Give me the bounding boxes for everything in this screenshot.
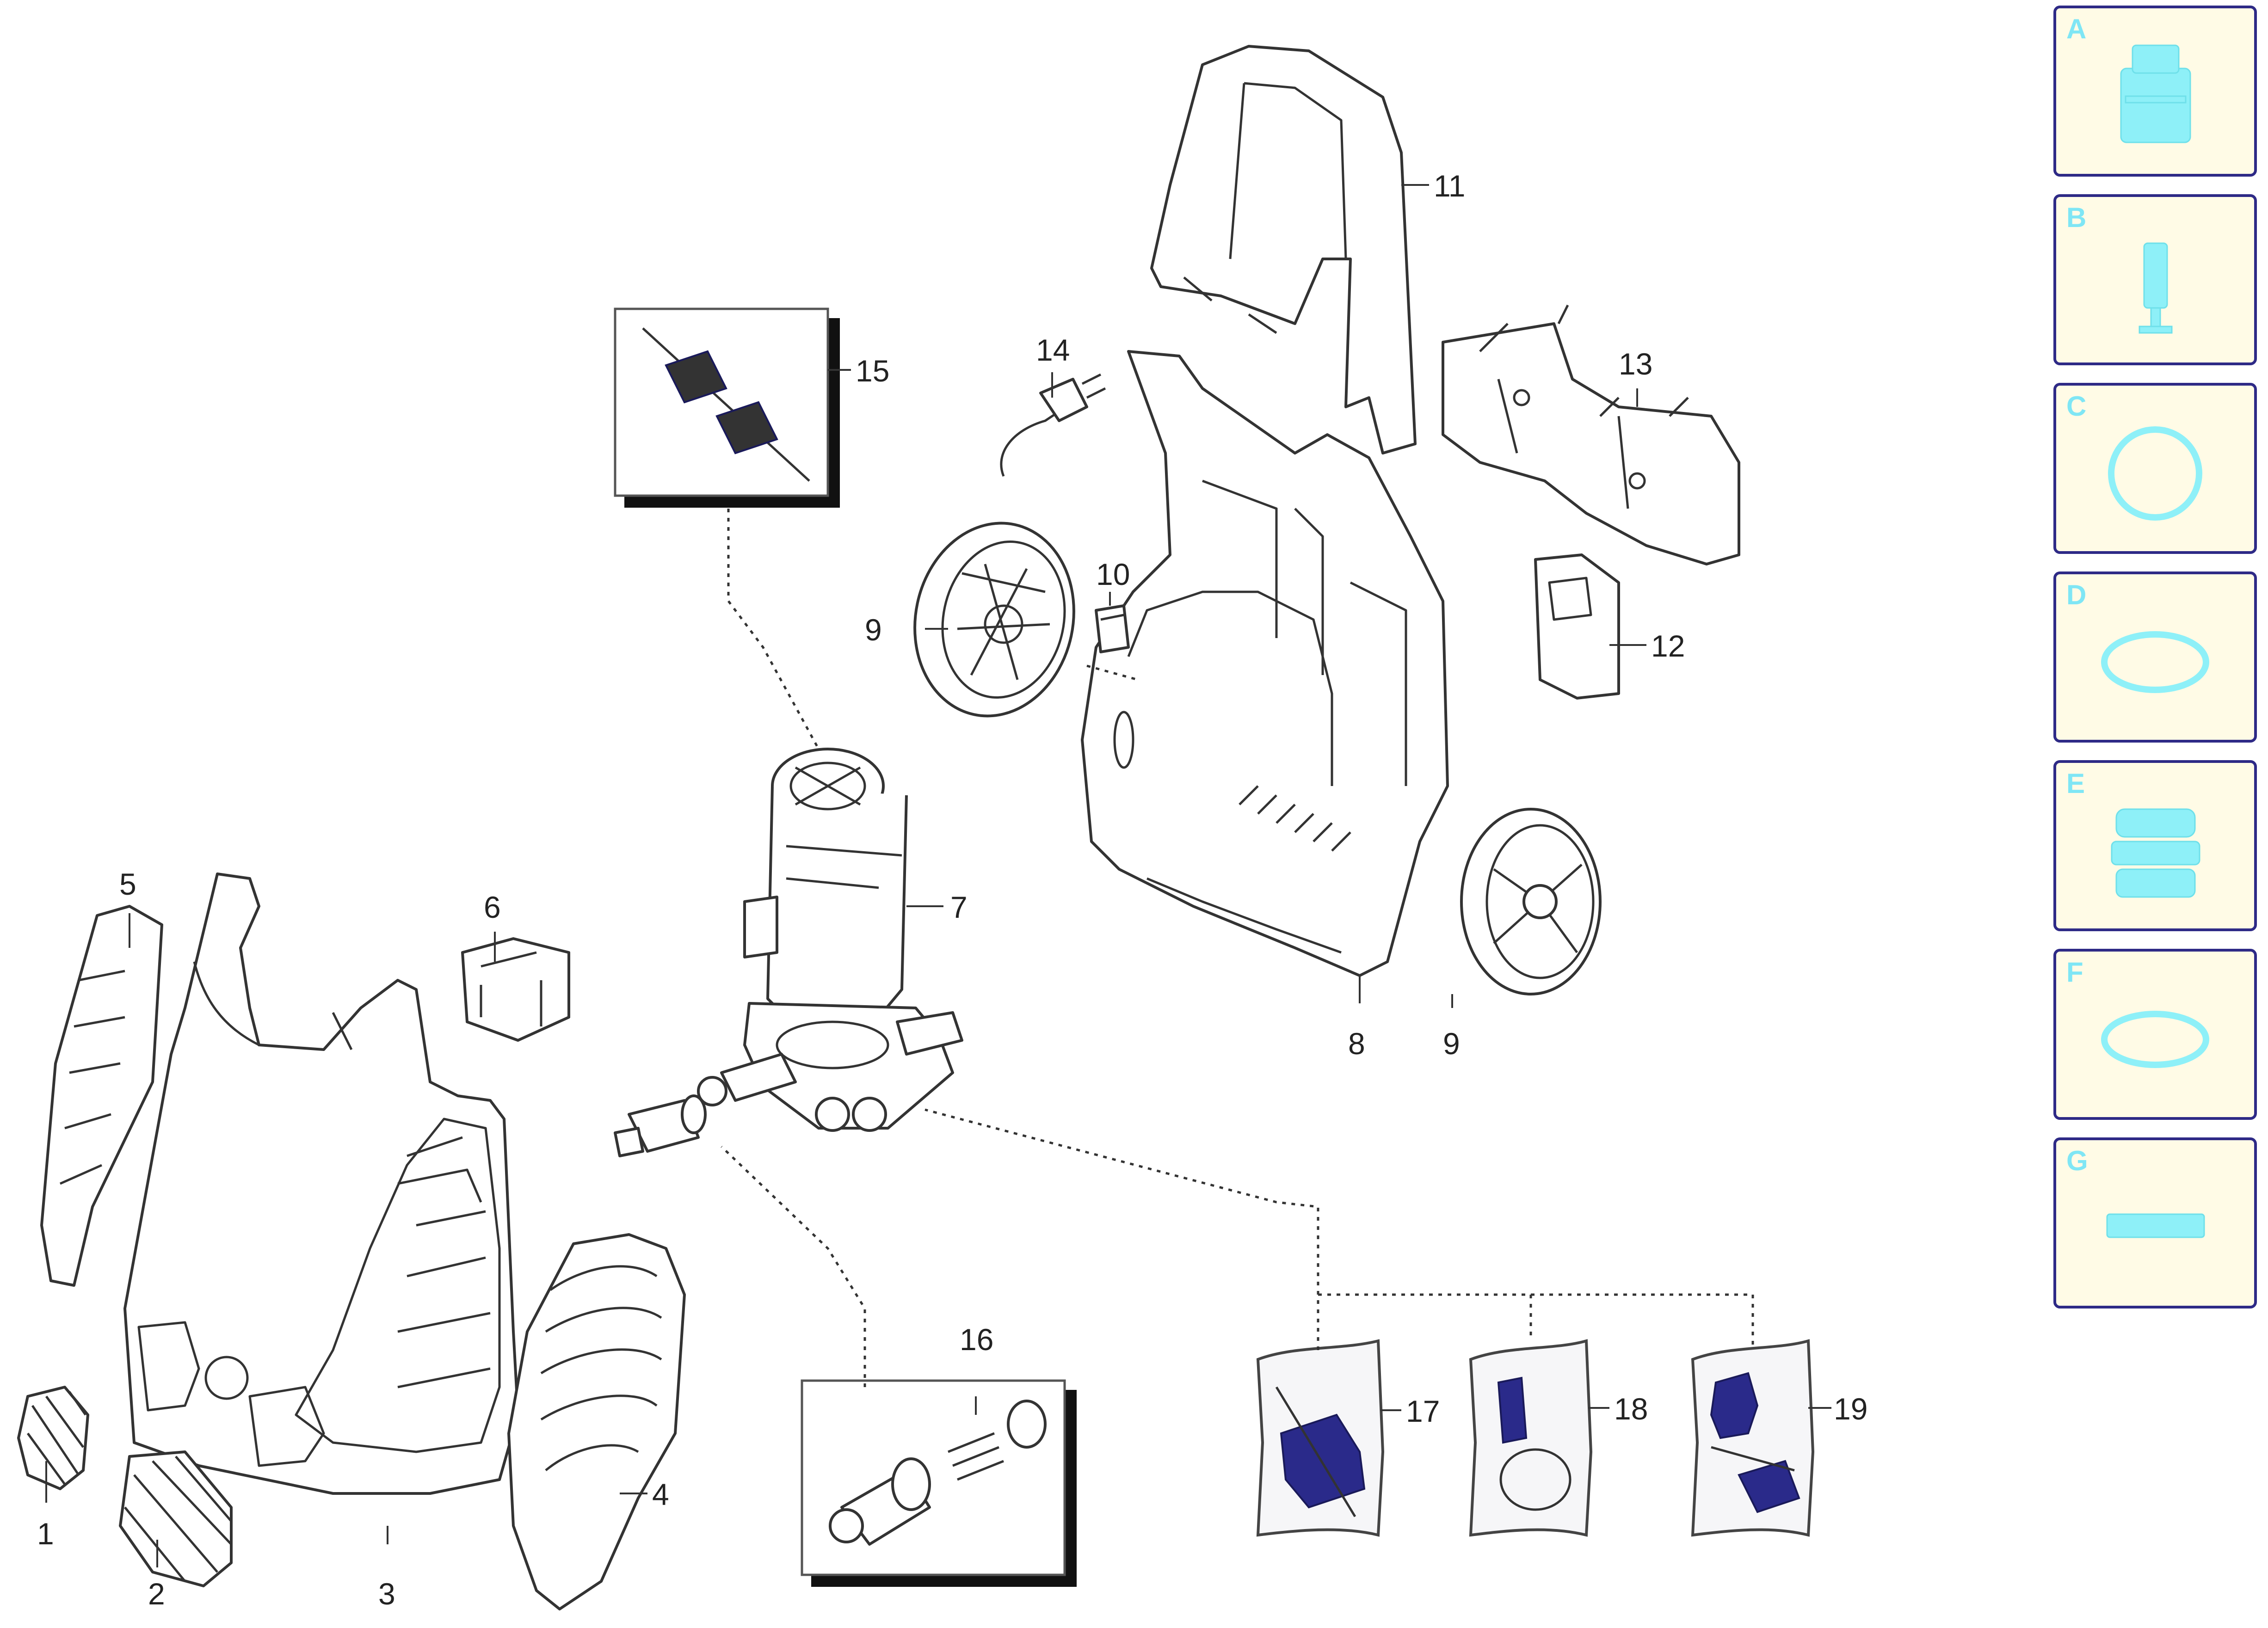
dotted-connectors	[721, 509, 1754, 1387]
callout-9b: 9	[1443, 1026, 1460, 1061]
callout-2: 2	[148, 1577, 165, 1611]
part-grille-small[interactable]	[17, 1386, 89, 1490]
o-ring-icon	[2101, 1011, 2209, 1068]
callout-19: 19	[1834, 1392, 1867, 1426]
legend-card-a[interactable]: A	[2053, 6, 2257, 177]
callout-15: 15	[856, 354, 889, 388]
part-housing[interactable]	[123, 872, 519, 1495]
callout-18: 18	[1614, 1392, 1648, 1426]
part-water-inlet-fitting[interactable]	[614, 1094, 707, 1157]
seal-kit-icon	[2111, 808, 2200, 898]
legend-letter: C	[2066, 391, 2087, 422]
part-side-panel-left[interactable]	[40, 905, 163, 1287]
callout-13: 13	[1619, 347, 1652, 381]
legend-card-c[interactable]: C	[2053, 383, 2257, 554]
callout-5: 5	[119, 867, 136, 901]
part-switch-box[interactable]	[461, 937, 570, 1042]
callout-1: 1	[37, 1517, 54, 1551]
box-inlet-kit[interactable]	[801, 1379, 1077, 1587]
legend-letter: D	[2066, 579, 2087, 610]
callout-16: 16	[960, 1322, 993, 1357]
part-wheel-right[interactable]	[1460, 808, 1602, 995]
spring-ring-icon	[2108, 426, 2202, 521]
flat-seal-strip-icon	[2106, 1213, 2205, 1238]
callout-10: 10	[1096, 557, 1130, 591]
callout-labels: 1 2 3 4 5 6 7 8 9 9 10 11 12 13 14 15 16…	[37, 169, 1867, 1611]
flat-seal-icon	[2101, 631, 2209, 693]
callout-3: 3	[378, 1577, 395, 1611]
legend-card-f[interactable]: F	[2053, 949, 2257, 1120]
callout-12: 12	[1651, 629, 1685, 663]
callout-17: 17	[1406, 1394, 1440, 1428]
legend-card-e[interactable]: E	[2053, 760, 2257, 931]
callout-4: 4	[652, 1477, 669, 1511]
part-clip[interactable]	[1086, 604, 1138, 681]
part-motor-pump[interactable]	[697, 748, 963, 1132]
legend-letter: A	[2066, 13, 2087, 44]
part-accessory-holder[interactable]	[1442, 304, 1740, 565]
box-brushes[interactable]	[614, 307, 840, 508]
callout-7: 7	[950, 890, 968, 924]
pump-head-icon	[2120, 44, 2191, 143]
part-handle[interactable]	[1150, 45, 1417, 455]
legend-letter: G	[2066, 1145, 2088, 1176]
callout-8: 8	[1348, 1026, 1365, 1061]
callout-14: 14	[1036, 333, 1070, 367]
callout-6: 6	[484, 890, 501, 924]
legend-card-d[interactable]: D	[2053, 571, 2257, 743]
valve-icon	[2139, 242, 2173, 334]
bag-kit-17[interactable]	[1256, 1339, 1385, 1537]
part-grille-large[interactable]	[119, 1450, 233, 1587]
legend-letter: E	[2066, 768, 2085, 799]
legend-letter: B	[2066, 202, 2087, 233]
part-side-panel-right[interactable]	[507, 1233, 686, 1610]
legend-letter: F	[2066, 957, 2083, 988]
part-wheel-left[interactable]	[897, 508, 1091, 731]
part-nozzle-holder[interactable]	[1534, 553, 1620, 700]
callout-9: 9	[865, 613, 882, 647]
callout-11: 11	[1434, 169, 1466, 203]
part-power-cable[interactable]	[1000, 373, 1106, 477]
bag-kit-19[interactable]	[1691, 1339, 1815, 1537]
leader-lines	[45, 184, 1831, 1567]
legend-card-g[interactable]: G	[2053, 1137, 2257, 1309]
legend-card-b[interactable]: B	[2053, 194, 2257, 365]
bag-kit-18[interactable]	[1469, 1339, 1593, 1537]
part-frame[interactable]	[1081, 350, 1449, 977]
